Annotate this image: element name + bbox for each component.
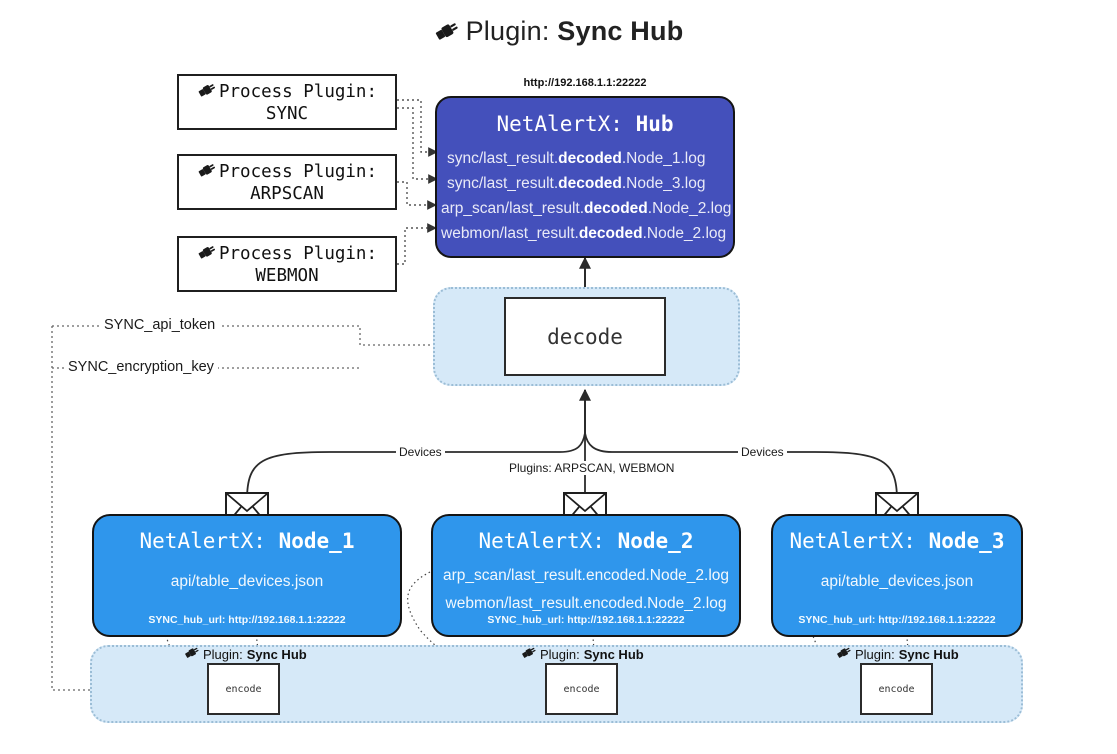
hub-line-strong: decoded: [558, 150, 622, 167]
hub-line-pre: sync/last_result.: [447, 175, 559, 192]
process-plugin-name: SYNC: [265, 103, 309, 124]
node-line: arp_scan/last_result.encoded.Node_2.log: [442, 567, 730, 584]
node-title-label: NetAlertX:: [478, 529, 605, 553]
hub-line-strong: decoded: [578, 225, 643, 242]
hub-title-label: NetAlertX:: [496, 112, 623, 136]
node-plugin-label-1: Plugin: Sync Hub: [184, 645, 307, 663]
hub-line-post: .Node_2.log: [647, 200, 732, 217]
node-title-label: NetAlertX:: [789, 529, 916, 553]
node-title-value: Node_3: [928, 529, 1005, 553]
hub-line-pre: arp_scan/last_result.: [441, 200, 585, 217]
hub-line: sync/last_result.decoded.Node_1.log: [437, 146, 733, 171]
hub-title-value: Hub: [635, 112, 674, 136]
edge-label-devices-right: Devices: [738, 445, 787, 459]
node-plugin-label-text: Plugin:: [203, 646, 243, 662]
node-box-node-1[interactable]: NetAlertX: Node_1 api/table_devices.json…: [92, 514, 402, 637]
node-plugin-label-value: Sync Hub: [583, 646, 644, 662]
hub-url: http://192.168.1.1:22222: [523, 77, 647, 89]
node-line-list: api/table_devices.json: [773, 568, 1021, 596]
node-line-list: arp_scan/last_result.encoded.Node_2.log …: [433, 562, 739, 618]
node-title-label: NetAlertX:: [139, 529, 266, 553]
process-plugin-name: WEBMON: [255, 265, 319, 286]
node-plugin-label-text: Plugin:: [855, 646, 895, 662]
encode-box-2[interactable]: encode: [545, 663, 618, 715]
page-title-label: Plugin:: [465, 16, 550, 46]
secret-label-encryption-key: SYNC_encryption_key: [64, 359, 218, 375]
node-title: NetAlertX: Node_2: [433, 529, 739, 553]
node-plugin-label-3: Plugin: Sync Hub: [836, 645, 959, 663]
hub-line-post: .Node_1.log: [621, 150, 706, 167]
node-line: webmon/last_result.encoded.Node_2.log: [445, 595, 727, 612]
edge-label-plugins-center: Plugins: ARPSCAN, WEBMON: [506, 461, 678, 475]
hub-line: arp_scan/last_result.decoded.Node_2.log: [437, 196, 733, 221]
process-plugin-label: Process Plugin:: [218, 82, 378, 102]
node-box-node-3[interactable]: NetAlertX: Node_3 api/table_devices.json…: [771, 514, 1023, 637]
hub-title: NetAlertX: Hub: [437, 112, 733, 136]
page-title-value: Sync Hub: [557, 16, 684, 46]
node-line-list: api/table_devices.json: [94, 568, 400, 596]
node-footer: SYNC_hub_url: http://192.168.1.1:22222: [487, 614, 685, 626]
process-plugin-box-sync[interactable]: Process Plugin: SYNC: [177, 74, 397, 130]
node-plugin-label-text: Plugin:: [540, 646, 580, 662]
decode-box[interactable]: decode: [504, 297, 666, 376]
node-title: NetAlertX: Node_1: [94, 529, 400, 553]
encode-box-1[interactable]: encode: [207, 663, 280, 715]
edge-label-devices-left: Devices: [396, 445, 445, 459]
plug-icon: [434, 19, 460, 50]
hub-line: webmon/last_result.decoded.Node_2.log: [437, 221, 733, 246]
plug-icon: [197, 243, 217, 266]
node-plugin-label-value: Sync Hub: [898, 646, 959, 662]
node-footer: SYNC_hub_url: http://192.168.1.1:22222: [798, 614, 996, 626]
hub-line-post: .Node_3.log: [621, 175, 706, 192]
encode-box-3[interactable]: encode: [860, 663, 933, 715]
hub-line-strong: decoded: [558, 175, 622, 192]
hub-box[interactable]: NetAlertX: Hub sync/last_result.decoded.…: [435, 96, 735, 258]
hub-line-pre: sync/last_result.: [447, 150, 559, 167]
hub-line-post: .Node_2.log: [642, 225, 727, 242]
node-box-node-2[interactable]: NetAlertX: Node_2 arp_scan/last_result.e…: [431, 514, 741, 637]
page-title: Plugin: Sync Hub: [0, 16, 1117, 50]
process-plugin-box-webmon[interactable]: Process Plugin: WEBMON: [177, 236, 397, 292]
secret-label-api-token: SYNC_api_token: [100, 317, 220, 333]
hub-line-strong: decoded: [584, 200, 648, 217]
process-plugin-label: Process Plugin:: [218, 244, 378, 264]
process-plugin-label: Process Plugin:: [218, 162, 378, 182]
node-title: NetAlertX: Node_3: [773, 529, 1021, 553]
node-plugin-label-value: Sync Hub: [246, 646, 307, 662]
hub-line-pre: webmon/last_result.: [441, 225, 579, 242]
process-plugin-box-arpscan[interactable]: Process Plugin: ARPSCAN: [177, 154, 397, 210]
plug-icon: [184, 645, 200, 663]
node-plugin-label-2: Plugin: Sync Hub: [521, 645, 644, 663]
hub-line-list: sync/last_result.decoded.Node_1.log sync…: [437, 146, 733, 246]
node-line: api/table_devices.json: [170, 573, 324, 590]
plug-icon: [521, 645, 537, 663]
hub-line: sync/last_result.decoded.Node_3.log: [437, 171, 733, 196]
process-plugin-name: ARPSCAN: [250, 183, 324, 204]
node-line: api/table_devices.json: [820, 573, 974, 590]
node-title-value: Node_2: [617, 529, 694, 553]
plug-icon: [836, 645, 852, 663]
node-footer: SYNC_hub_url: http://192.168.1.1:22222: [148, 614, 346, 626]
plug-icon: [197, 161, 217, 184]
node-title-value: Node_1: [278, 529, 355, 553]
plug-icon: [197, 81, 217, 104]
